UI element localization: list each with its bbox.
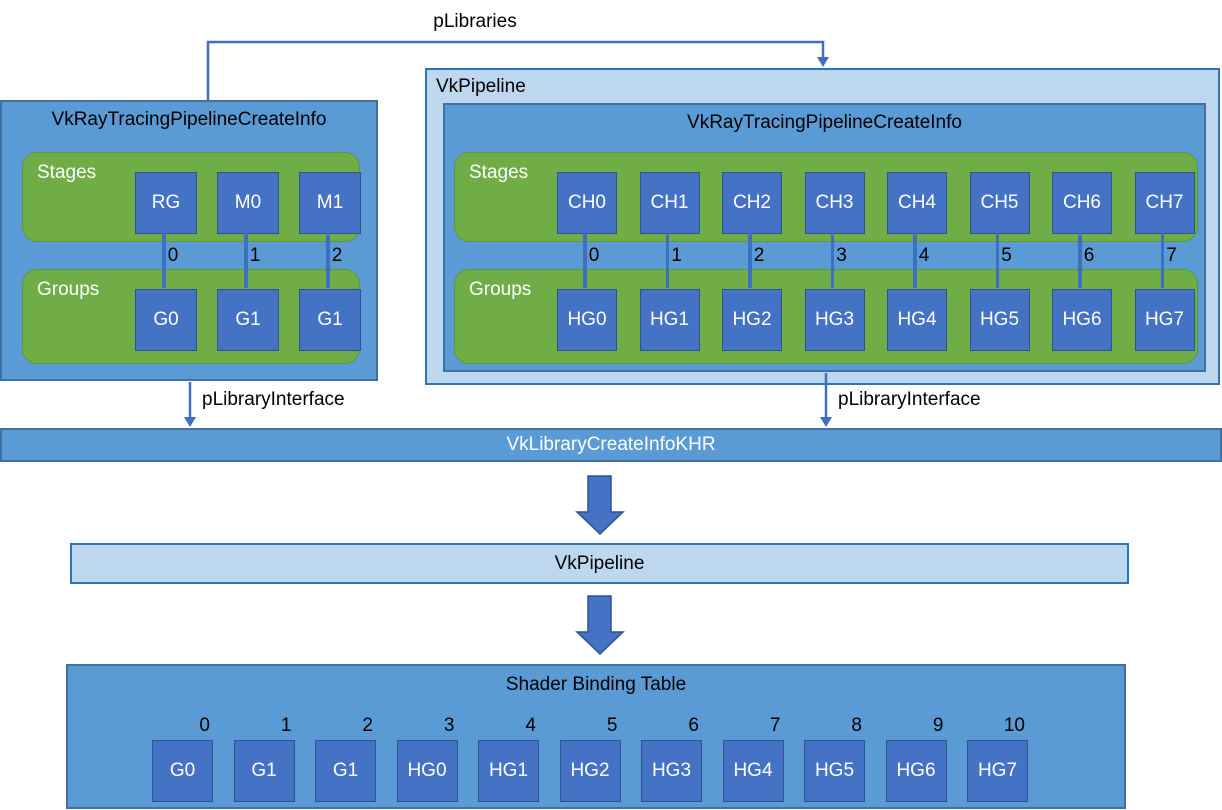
sbt-entry-square: HG6	[885, 740, 947, 802]
right-stages-label: Stages	[469, 162, 529, 183]
right-index-row: 0 1 2 3 4 5 6 7	[557, 244, 1195, 268]
block-arrow-down-icon	[575, 595, 625, 656]
sbt-index-label: 7	[769, 715, 781, 736]
sbt-entries-row: G0 G1 G1 HG0 HG1 HG2 HG3 HG4 HG5 HG6 HG7	[152, 740, 1028, 802]
group-index-label: 4	[918, 245, 930, 266]
sbt-entry-square: G1	[315, 740, 376, 802]
stage-square: RG	[135, 172, 197, 234]
stage-square: M1	[299, 172, 361, 234]
group-square: G1	[217, 289, 279, 351]
group-square: HG2	[722, 289, 782, 351]
stage-group-connector	[583, 232, 587, 288]
right-pipeline-inner-box: VkRayTracingPipelineCreateInfo Stages CH…	[443, 103, 1206, 372]
group-square: HG3	[804, 289, 865, 351]
stage-group-connector	[326, 232, 330, 288]
stage-square: M0	[217, 172, 279, 234]
sbt-index-label: 8	[851, 715, 862, 736]
left-pipeline-box: VkRayTracingPipelineCreateInfo Stages RG…	[0, 100, 378, 381]
group-index-label: 0	[167, 245, 179, 266]
stage-square: CH4	[887, 172, 947, 234]
sbt-entry-square: HG3	[641, 740, 702, 802]
group-index-label: 0	[588, 245, 600, 266]
group-square: G1	[299, 289, 361, 351]
sbt-entry-square: HG4	[722, 740, 784, 802]
right-groups-row: HG0 HG1 HG2 HG3 HG4 HG5 HG6 HG7	[557, 289, 1195, 351]
sbt-index-label: 4	[525, 715, 536, 736]
sbt-entry-square: G1	[233, 740, 295, 802]
right-stages-row: CH0 CH1 CH2 CH3 CH4 CH5 CH6 CH7	[557, 172, 1195, 234]
sbt-entry-square: HG2	[559, 740, 621, 802]
pipeline-bar: VkPipeline	[70, 543, 1129, 584]
group-square: HG1	[639, 289, 700, 351]
stage-square: CH5	[969, 172, 1030, 234]
sbt-index-label: 1	[280, 715, 292, 736]
stage-group-connector	[748, 232, 752, 288]
block-arrow-down-icon	[575, 475, 625, 536]
sbt-entry-square: HG0	[396, 740, 458, 802]
shader-binding-table-box: Shader Binding Table 0 1 2 3 4 5 6 7 8 9 10 G0 G1 G1…	[66, 664, 1126, 809]
group-index-label: 6	[1083, 245, 1095, 266]
group-square: HG6	[1052, 289, 1112, 351]
group-square: HG5	[969, 289, 1030, 351]
shader-binding-table-title: Shader Binding Table	[505, 674, 687, 695]
library-createinfo-title: VkLibraryCreateInfoKHR	[506, 434, 716, 455]
left-groups-label: Groups	[37, 279, 100, 300]
group-index-label: 5	[1001, 245, 1012, 266]
stage-square: CH3	[804, 172, 865, 234]
sbt-index-label: 5	[606, 715, 618, 736]
sbt-entry-square: G0	[152, 740, 213, 802]
sbt-index-label: 9	[932, 715, 944, 736]
right-pipeline-title: VkRayTracingPipelineCreateInfo	[687, 112, 962, 133]
stage-group-connector	[995, 232, 1000, 288]
vkpipeline-outer-title: VkPipeline	[436, 76, 526, 97]
plibrary-interface-arrowhead-left-icon	[184, 417, 196, 427]
stage-group-connector	[162, 232, 166, 288]
pipeline-bar-title: VkPipeline	[554, 552, 645, 574]
left-stages-label: Stages	[37, 162, 97, 183]
plibrary-interface-label-left: pLibraryInterface	[202, 389, 345, 410]
sbt-index-label: 10	[1003, 715, 1025, 736]
library-createinfo-bar: VkLibraryCreateInfoKHR	[0, 428, 1222, 462]
stage-group-connector	[913, 232, 917, 288]
stage-group-connector	[830, 232, 835, 288]
left-pipeline-title: VkRayTracingPipelineCreateInfo	[51, 109, 327, 130]
stage-square: CH7	[1134, 172, 1195, 234]
sbt-entry-square: HG7	[967, 740, 1028, 802]
stage-group-connector	[1160, 232, 1165, 288]
sbt-index-row: 0 1 2 3 4 5 6 7 8 9 10	[152, 714, 1028, 738]
group-square: HG0	[557, 289, 617, 351]
sbt-index-label: 6	[688, 715, 699, 736]
stage-square: CH6	[1052, 172, 1112, 234]
group-index-label: 2	[331, 245, 343, 266]
sbt-index-label: 3	[443, 715, 455, 736]
sbt-entry-square: HG5	[804, 740, 865, 802]
stage-square: CH0	[557, 172, 617, 234]
stage-group-connector	[244, 232, 248, 288]
group-index-label: 1	[249, 245, 261, 266]
plibrary-interface-arrowhead-right-icon	[820, 417, 832, 427]
plibraries-label: pLibraries	[433, 11, 517, 32]
group-index-label: 1	[671, 245, 682, 266]
group-square: HG4	[887, 289, 947, 351]
plibrary-interface-label-right: pLibraryInterface	[838, 389, 981, 410]
group-square: HG7	[1134, 289, 1195, 351]
stage-group-connector	[1078, 232, 1082, 288]
group-index-label: 2	[753, 245, 765, 266]
vkpipeline-outer-box: VkPipeline VkRayTracingPipelineCreateInf…	[425, 68, 1220, 385]
right-groups-label: Groups	[469, 279, 532, 300]
group-index-label: 3	[836, 245, 847, 266]
stage-group-connector	[665, 232, 670, 288]
plibraries-arrowhead-icon	[817, 57, 829, 67]
left-groups-row: G0 G1 G1	[135, 289, 361, 351]
group-square: G0	[135, 289, 197, 351]
group-index-label: 7	[1166, 245, 1177, 266]
left-stages-row: RG M0 M1	[135, 172, 361, 234]
stage-square: CH1	[639, 172, 700, 234]
stage-square: CH2	[722, 172, 782, 234]
left-index-row: 0 1 2	[135, 244, 361, 268]
sbt-entry-square: HG1	[478, 740, 539, 802]
sbt-index-label: 0	[199, 715, 210, 736]
sbt-index-label: 2	[362, 715, 373, 736]
